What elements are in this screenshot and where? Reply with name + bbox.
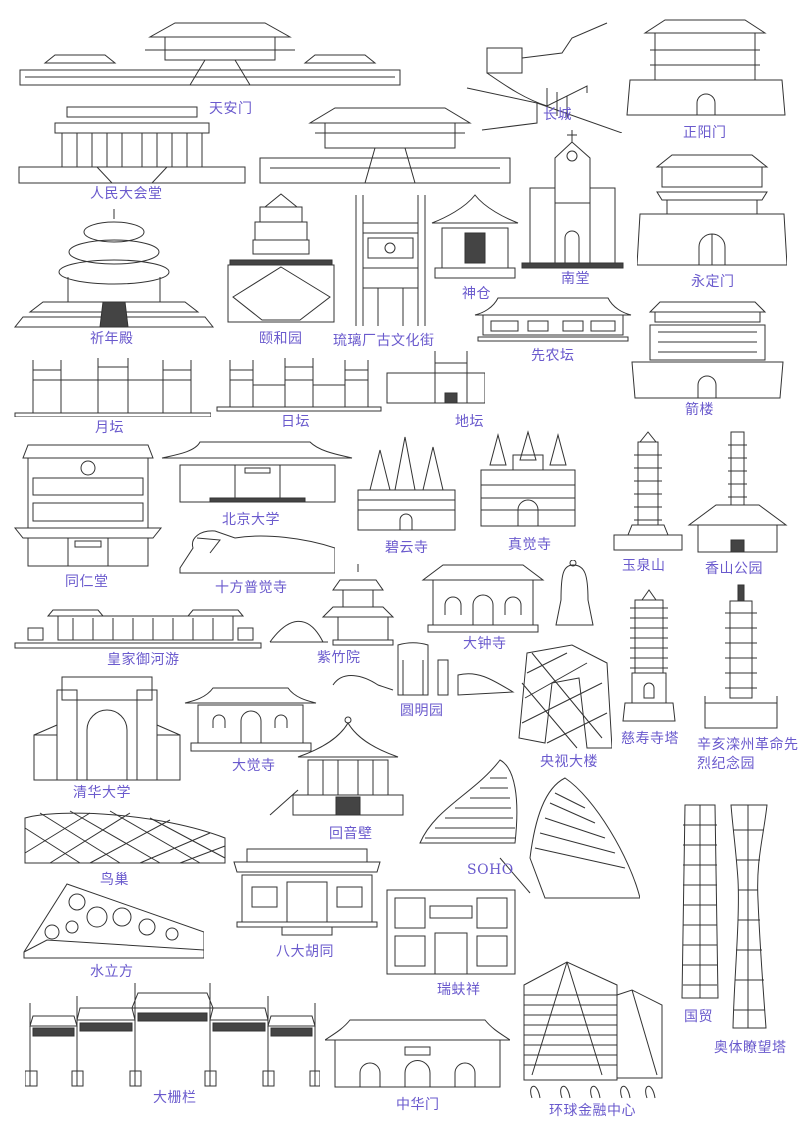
temple-icon <box>183 683 318 753</box>
courtyard-building-icon <box>232 847 382 937</box>
landmark-label: 水立方 <box>90 964 134 980</box>
landmark-label: 紫竹院 <box>317 650 361 666</box>
landmark-label: 箭楼 <box>685 402 714 418</box>
palace-hall-icon <box>255 103 515 185</box>
landmark-label: 慈寿寺塔 <box>621 731 679 747</box>
round-pavilion-icon <box>268 715 408 820</box>
church-icon <box>520 128 625 270</box>
gate-icon <box>325 1015 510 1090</box>
landmark-label: 大钟寺 <box>463 636 507 652</box>
landmark-label: 北京大学 <box>222 512 280 528</box>
landmark-label: 地坛 <box>455 414 484 430</box>
university-gate-icon <box>160 440 353 505</box>
landmark-label: 辛亥滦州革命先烈纪念园 <box>697 737 799 772</box>
landmark-label: 奥体瞭望塔 <box>714 1040 787 1056</box>
storefront-icon <box>385 888 517 976</box>
landmark-label: 圆明园 <box>400 703 444 719</box>
city-gate-tower-icon <box>625 15 787 117</box>
landmark-label: 十方普觉寺 <box>215 580 288 596</box>
pagoda-tower-icon <box>225 192 337 324</box>
reclining-buddha-icon <box>175 528 335 576</box>
landmark-label: 先农坛 <box>531 348 575 364</box>
landmark-label: 人民大会堂 <box>90 186 163 202</box>
pagoda-icon <box>620 588 678 723</box>
landmark-label: 月坛 <box>95 420 124 436</box>
landmark-label: 八大胡同 <box>276 944 334 960</box>
landmark-label: 皇家御河游 <box>107 652 180 668</box>
landmark-label: 神仓 <box>462 286 491 302</box>
landmark-label: 大觉寺 <box>232 758 276 774</box>
storefront-icon <box>13 443 163 568</box>
skyscraper-icon <box>680 800 720 1000</box>
ruins-icon <box>328 640 518 700</box>
landmark-label: 玉泉山 <box>622 558 666 574</box>
archway-building-icon <box>353 193 428 328</box>
water-cube-icon <box>22 882 204 960</box>
landmark-label: 国贸 <box>684 1009 713 1025</box>
hall-icon <box>473 293 633 345</box>
landmark-label: 回音壁 <box>329 826 373 842</box>
stadium-icon <box>20 808 230 868</box>
landmark-label: 真觉寺 <box>508 537 552 553</box>
landmark-label: 天安门 <box>209 101 253 117</box>
landmark-label: 永定门 <box>691 274 735 290</box>
landmark-label: 鸟巢 <box>100 872 129 888</box>
stupa-temple-icon <box>478 430 578 528</box>
landmark-label: 颐和园 <box>259 331 303 347</box>
landmark-label: 清华大学 <box>73 785 131 801</box>
paifang-icon <box>215 355 383 413</box>
university-gate-icon <box>32 675 182 783</box>
pagoda-icon <box>700 583 782 731</box>
palace-gate-icon <box>15 15 405 90</box>
paifang-icon <box>13 355 211 417</box>
bridge-pavilion-icon <box>268 562 398 647</box>
landmark-label: 长城 <box>543 107 572 123</box>
landmark-label: 大栅栏 <box>153 1090 197 1106</box>
landmark-label: 同仁堂 <box>65 574 109 590</box>
landmark-label: 香山公园 <box>705 561 763 577</box>
boat-icon <box>13 608 263 650</box>
skyscraper-icon <box>728 800 770 1030</box>
stupa-temple-icon <box>355 435 458 532</box>
landmark-label: 祈年殿 <box>90 331 134 347</box>
landmark-label: 琉璃厂古文化街 <box>333 333 435 349</box>
office-building-icon <box>522 960 667 1100</box>
bell-temple-icon <box>413 560 598 635</box>
pavilion-icon <box>430 193 520 281</box>
paifang-icon <box>25 978 320 1088</box>
landmark-label: 中华门 <box>396 1097 440 1113</box>
pagoda-icon <box>612 430 684 553</box>
landmark-label: 南堂 <box>561 271 590 287</box>
cctv-building-icon <box>517 643 612 751</box>
great-wall-icon <box>462 18 622 133</box>
pagoda-icon <box>686 430 789 555</box>
temple-of-heaven-icon <box>13 207 215 329</box>
landmark-label: SOHO <box>467 862 514 878</box>
landmark-label: 环球金融中心 <box>549 1103 636 1119</box>
landmark-label: 瑞蚨祥 <box>437 982 481 998</box>
landmark-label: 央视大楼 <box>540 754 598 770</box>
landmark-label: 正阳门 <box>683 125 727 141</box>
landmark-label: 碧云寺 <box>385 540 429 556</box>
arrow-tower-icon <box>630 300 785 400</box>
curved-building-icon <box>415 758 640 901</box>
great-hall-icon <box>17 105 247 185</box>
city-gate-tower-icon <box>637 152 787 267</box>
paifang-icon <box>385 348 485 408</box>
landmark-label: 日坛 <box>281 414 310 430</box>
